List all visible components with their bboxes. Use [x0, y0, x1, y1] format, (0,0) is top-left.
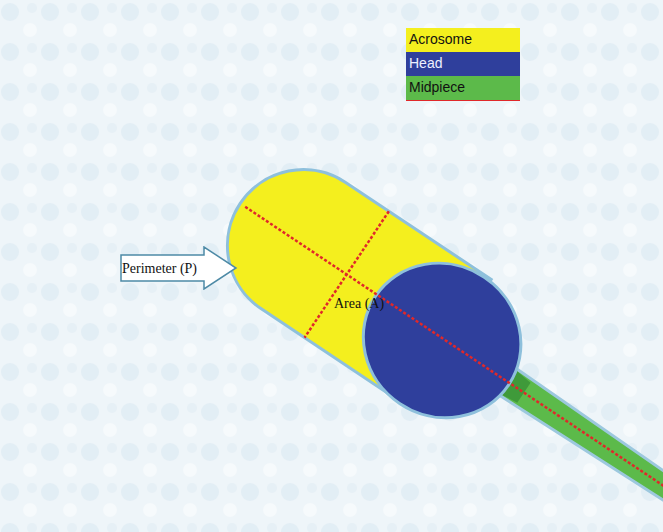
legend-text: Head: [409, 55, 442, 71]
legend-swatch: Head: [406, 52, 520, 76]
legend-text: Acrosome: [409, 31, 472, 47]
arrow-callout: Perimeter (P): [120, 246, 238, 290]
legend-swatch: Midpiece: [406, 76, 520, 100]
head-nucleus: [333, 233, 550, 448]
width-axis: [305, 211, 389, 337]
text-holder: Perimeter (P): [120, 246, 238, 291]
length-axis: [245, 207, 663, 523]
legend-swatch: Acrosome: [406, 28, 520, 52]
callout-label: Perimeter (P): [122, 261, 197, 276]
arrow-shape: [121, 247, 236, 289]
legend-text: Midpiece: [409, 79, 465, 95]
area-label: Area (A): [333, 296, 385, 312]
